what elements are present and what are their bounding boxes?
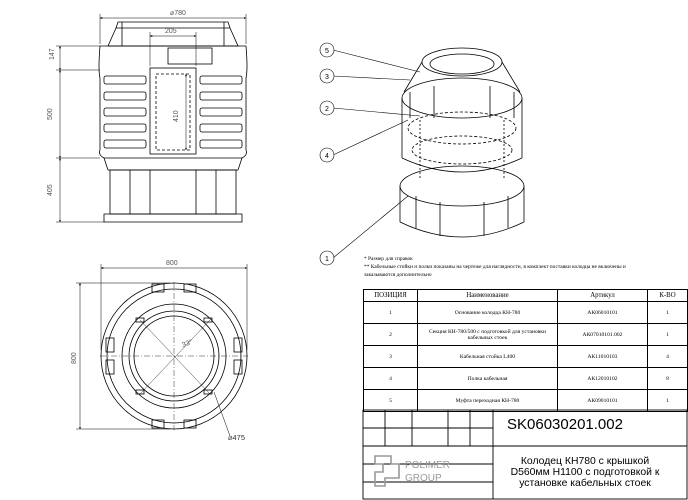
callout-2 <box>319 100 335 116</box>
title-block: SK06030201.002 Колодец КН780 с крышкой D… <box>363 410 687 499</box>
top-view-dimensions <box>76 264 248 437</box>
description-line-3: установке кабельных стоек <box>519 478 651 489</box>
dim-width-800: 800 <box>166 260 178 267</box>
drawing-code: SK06030201.002 <box>507 416 623 433</box>
specification-table: ПОЗИЦИЯ Наименование Артикул К-ВО 1 Осно… <box>363 289 688 412</box>
description-line-2: D560мм Н1100 с подготовкой к <box>510 467 660 478</box>
callout-label-5: 5 <box>325 48 329 55</box>
dim-height-405: 405 <box>47 184 54 196</box>
callout-1 <box>319 250 335 266</box>
dim-width-205: 205 <box>165 28 177 35</box>
front-view-dimensions <box>56 14 247 223</box>
table-row: 4 Полка кабельная АК12010102 8 <box>363 367 688 390</box>
header-quantity: К-ВО <box>647 289 688 302</box>
front-view <box>98 21 248 223</box>
callout-label-3: 3 <box>325 74 329 81</box>
description-line-1: Колодец КН780 с крышкой <box>520 456 650 467</box>
callout-3 <box>319 68 335 84</box>
callout-5 <box>319 42 335 58</box>
logo-text-group: GROUP <box>405 473 442 484</box>
dim-height-147: 147 <box>49 48 56 60</box>
table-row: 2 Секция КН-780/500 с подготовкой для ус… <box>363 323 688 346</box>
callout-label-1: 1 <box>325 256 329 263</box>
header-name: Наименование <box>417 289 558 302</box>
note-cable-stands: ** Кабельные стойки и полки показаны на … <box>364 264 626 270</box>
ribs-left <box>103 75 147 149</box>
logo-text-polimer: POLIMER <box>405 460 450 471</box>
dim-height-800: 800 <box>71 352 78 364</box>
dim-height-500: 500 <box>47 108 54 120</box>
note-order-separately: заказываются дополнительно <box>364 272 432 278</box>
polimer-group-logo: POLIMER GROUP <box>374 455 450 487</box>
dim-diameter-top: ⌀780 <box>170 10 186 17</box>
table-row: 1 Основание колодца КН-780 АК06010101 1 <box>363 301 688 324</box>
header-position: ПОЗИЦИЯ <box>363 289 418 302</box>
top-view <box>100 282 248 430</box>
dim-angle: 33° <box>181 338 194 349</box>
table-row: 5 Муфта переходная КН-780 АК09010101 1 <box>363 389 688 412</box>
callouts <box>319 42 421 266</box>
table-row: 3 Кабельная стойка L400 АК11010103 4 <box>363 345 688 368</box>
callout-label-4: 4 <box>325 153 329 160</box>
spec-header-row: ПОЗИЦИЯ Наименование Артикул К-ВО <box>363 289 688 302</box>
header-article: Артикул <box>557 289 648 302</box>
isometric-view <box>399 47 525 238</box>
note-reference-size: * Размер для справок <box>364 256 413 262</box>
callout-4 <box>319 147 335 163</box>
dim-diameter-475: ⌀475 <box>228 433 245 442</box>
ribs-right <box>199 75 243 149</box>
drawing-description: Колодец КН780 с крышкой D560мм Н1100 с п… <box>483 456 687 489</box>
dim-height-410: 410 <box>173 110 180 122</box>
callout-label-2: 2 <box>325 106 329 113</box>
